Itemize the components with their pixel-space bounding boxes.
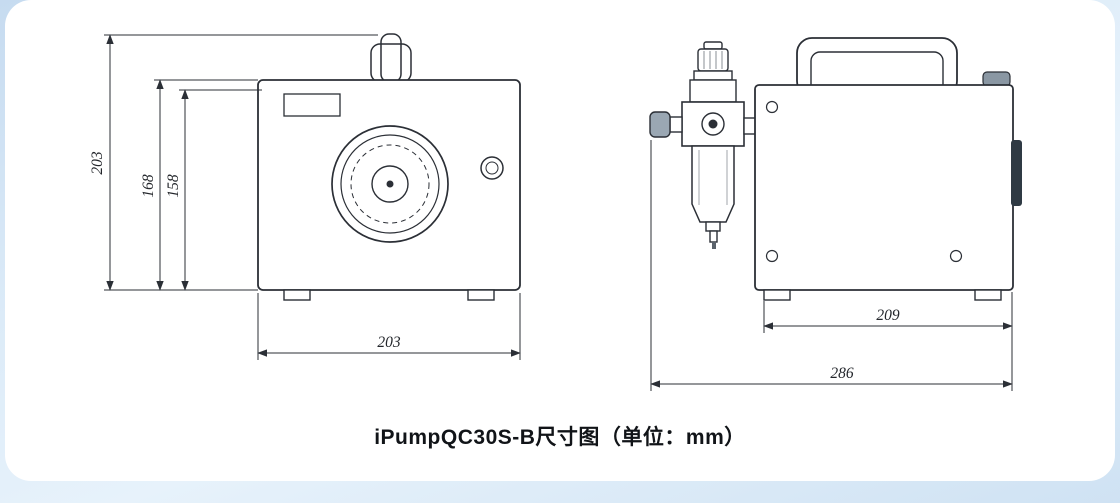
dim-side-overall-width: 286 bbox=[830, 365, 854, 382]
dim-front-inner-height: 158 bbox=[165, 174, 182, 198]
dim-front-body-height: 168 bbox=[140, 174, 157, 198]
side-view bbox=[649, 37, 1022, 301]
front-name-plate bbox=[283, 93, 341, 117]
dim-front-width: 203 bbox=[377, 334, 401, 351]
front-dimensions bbox=[104, 34, 521, 360]
dim-front-overall-height: 203 bbox=[89, 151, 106, 175]
front-knob bbox=[480, 156, 504, 180]
filter-drain bbox=[705, 221, 721, 232]
front-view bbox=[257, 33, 521, 301]
filter-left-knob bbox=[649, 111, 671, 138]
diagram-caption: iPumpQC30S-B尺寸图（单位：mm） bbox=[374, 426, 746, 449]
front-foot-right bbox=[467, 289, 495, 301]
side-dimensions bbox=[650, 140, 1013, 391]
front-foot-left bbox=[283, 289, 311, 301]
front-pump-head bbox=[331, 125, 449, 243]
filter-regulator bbox=[649, 41, 757, 249]
side-connector bbox=[1011, 140, 1022, 206]
side-screws bbox=[765, 100, 963, 263]
filter-bowl bbox=[691, 145, 735, 223]
side-foot-left bbox=[763, 289, 791, 301]
side-top-vent bbox=[982, 71, 1011, 87]
side-foot-right bbox=[974, 289, 1002, 301]
side-body bbox=[754, 84, 1014, 291]
front-handle bbox=[370, 33, 412, 83]
dim-side-body-width: 209 bbox=[876, 307, 900, 324]
